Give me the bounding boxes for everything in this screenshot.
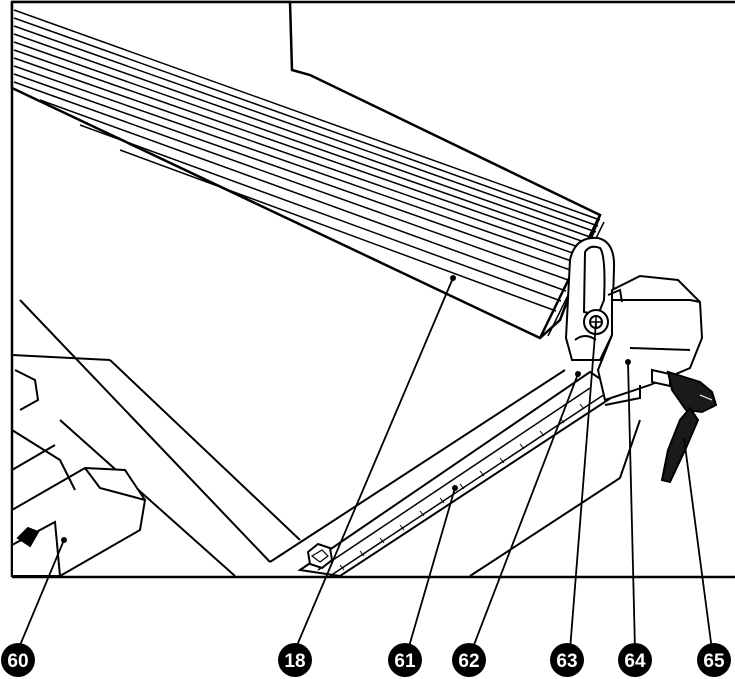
callout-label-18: 18 (284, 651, 305, 672)
callout-60: 60 (1, 643, 35, 677)
callout-18: 18 (278, 643, 312, 677)
callout-65: 65 (697, 643, 731, 677)
callout-62: 62 (452, 643, 486, 677)
callout-label-62: 62 (458, 651, 479, 672)
housing (596, 274, 704, 406)
callout-label-61: 61 (394, 651, 416, 672)
callout-badges: 60 18 61 62 63 64 65 (1, 643, 731, 677)
callout-label-60: 60 (7, 651, 28, 672)
leader-line-61 (407, 487, 456, 651)
callout-61: 61 (388, 643, 422, 677)
callout-64: 64 (618, 643, 652, 677)
leader-dots (61, 275, 631, 543)
callout-label-64: 64 (624, 651, 646, 672)
callout-label-65: 65 (703, 651, 725, 672)
leader-line-63 (569, 321, 597, 651)
leader-line-65 (683, 437, 713, 651)
side-bracket (564, 236, 616, 361)
leader-line-18 (294, 277, 454, 651)
callout-63: 63 (550, 643, 584, 677)
leader-line-60 (17, 539, 65, 651)
callout-label-63: 63 (556, 651, 577, 672)
lower-left-block (11, 369, 147, 577)
leader-line-64 (627, 361, 636, 651)
roller (10, 0, 605, 340)
leader-lines (17, 277, 713, 651)
hex-nut (306, 542, 334, 570)
clamping-lever (651, 368, 718, 484)
leader-line-62 (471, 373, 579, 651)
base-plate (11, 74, 566, 577)
